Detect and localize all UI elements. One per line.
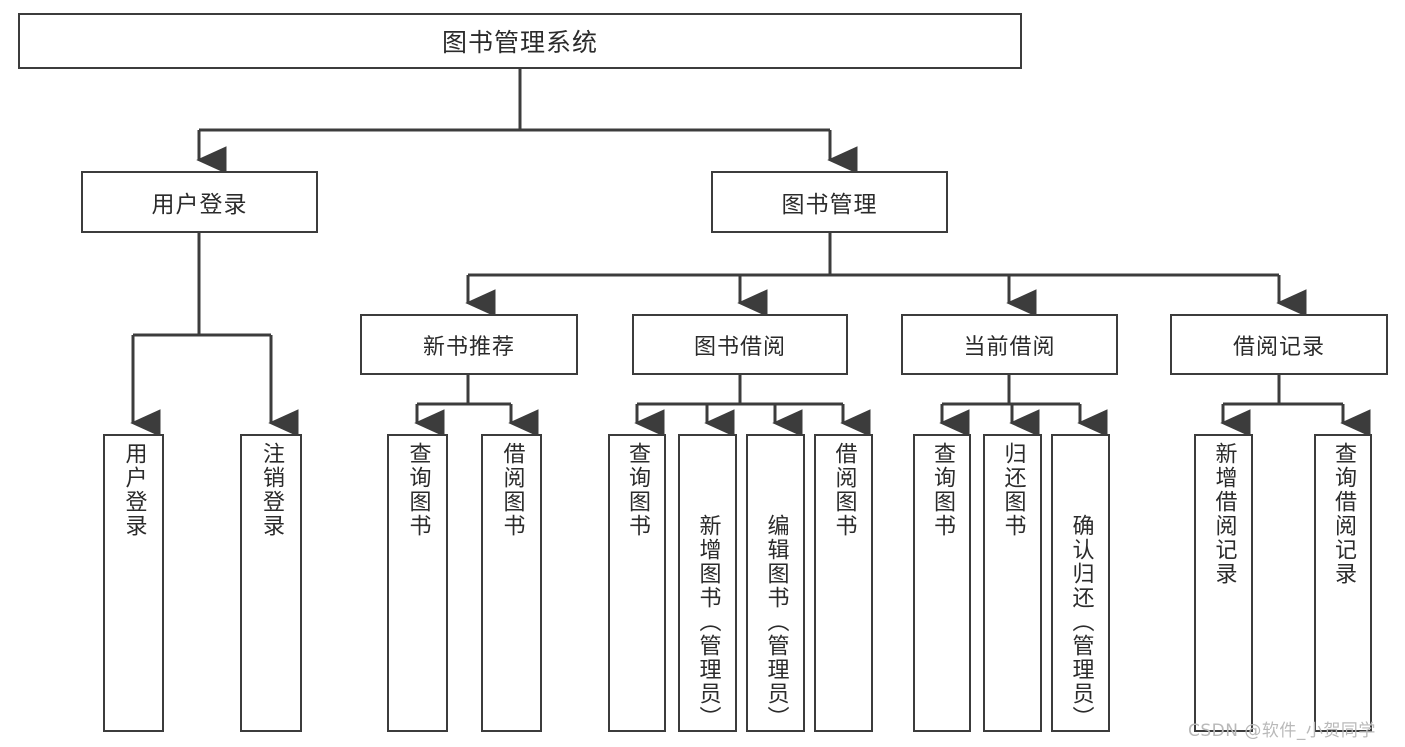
leaf-return-book[interactable]: 归还图书	[983, 434, 1042, 732]
watermark-text: CSDN @软件_小贺同学	[1188, 721, 1376, 741]
leaf-query-book-current[interactable]: 查询图书	[913, 434, 971, 732]
leaf-confirm-return-admin[interactable]: 确认归还（管理员）	[1051, 434, 1110, 732]
leaf-label: 借阅图书	[499, 442, 525, 538]
leaf-user-logout[interactable]: 注销登录	[240, 434, 302, 732]
leaf-borrow-book-recommend[interactable]: 借阅图书	[481, 434, 542, 732]
leaf-edit-book-admin[interactable]: 编辑图书（管理员）	[746, 434, 805, 732]
node-book-borrow[interactable]: 图书借阅	[632, 314, 848, 375]
leaf-label: 新增图书（管理员）	[695, 514, 721, 730]
node-new-book-recommend[interactable]: 新书推荐	[360, 314, 578, 375]
leaf-label: 查询借阅记录	[1330, 442, 1356, 586]
leaf-add-borrow-record[interactable]: 新增借阅记录	[1194, 434, 1253, 732]
leaf-label: 查询图书	[929, 442, 955, 538]
leaf-query-book-recommend[interactable]: 查询图书	[387, 434, 448, 732]
leaf-label: 新增借阅记录	[1211, 442, 1237, 586]
leaf-label: 查询图书	[405, 442, 431, 538]
leaf-label: 确认归还（管理员）	[1068, 514, 1094, 730]
node-user-login[interactable]: 用户登录	[81, 171, 318, 233]
leaf-add-book-admin[interactable]: 新增图书（管理员）	[678, 434, 737, 732]
leaf-query-book-borrow[interactable]: 查询图书	[608, 434, 666, 732]
leaf-borrow-book[interactable]: 借阅图书	[814, 434, 873, 732]
node-root-system[interactable]: 图书管理系统	[18, 13, 1022, 69]
node-book-management[interactable]: 图书管理	[711, 171, 948, 233]
node-borrow-records[interactable]: 借阅记录	[1170, 314, 1388, 375]
node-current-borrow[interactable]: 当前借阅	[901, 314, 1118, 375]
leaf-label: 查询图书	[624, 442, 650, 538]
leaf-label: 借阅图书	[831, 442, 857, 538]
leaf-label: 编辑图书（管理员）	[763, 514, 789, 730]
leaf-label: 注销登录	[258, 442, 284, 538]
leaf-label: 归还图书	[1000, 442, 1026, 538]
leaf-user-login[interactable]: 用户登录	[103, 434, 164, 732]
leaf-query-borrow-record[interactable]: 查询借阅记录	[1314, 434, 1372, 732]
leaf-label: 用户登录	[121, 442, 147, 538]
